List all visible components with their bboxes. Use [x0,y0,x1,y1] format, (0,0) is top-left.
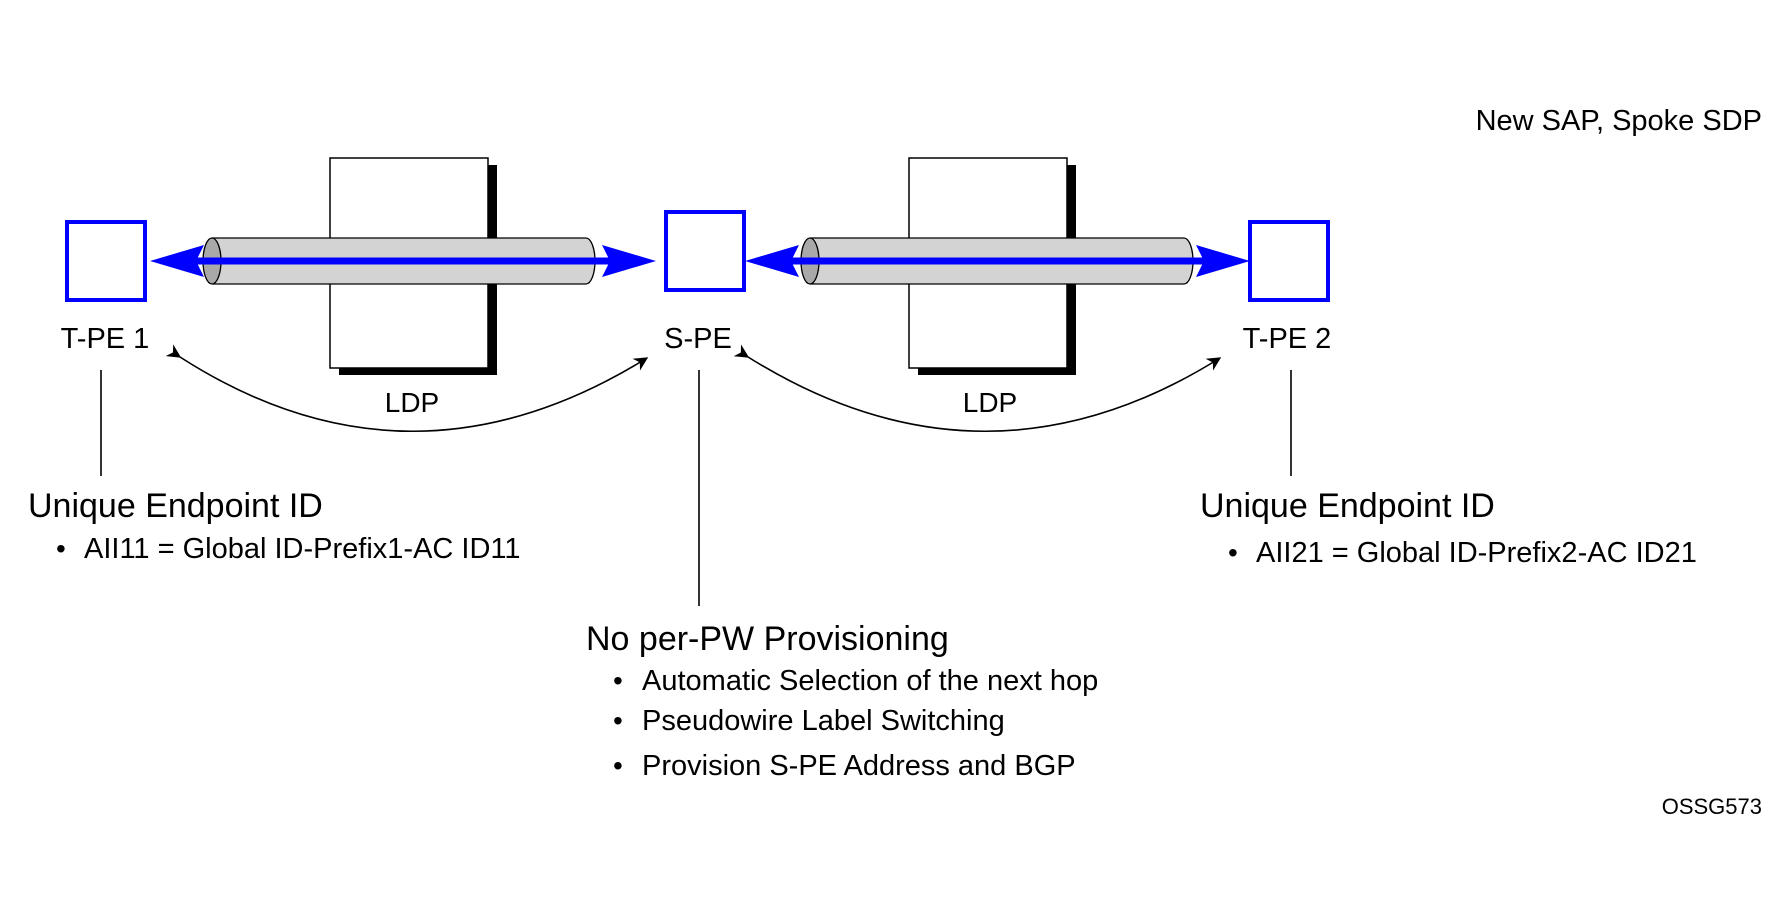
ldp-label-left: LDP [385,387,439,418]
ldp-domain-left: LDP [329,157,497,418]
tpe1-label: T-PE 1 [61,323,150,355]
center-note-bullet-mark: • [613,705,623,736]
right-note-title: Unique Endpoint ID [1200,487,1495,525]
right-note-bullet-mark: • [1228,537,1238,568]
center-note-bullet: Pseudowire Label Switching [642,705,1005,737]
tpe2-node [1248,220,1330,302]
center-note-bullet-mark: • [613,750,623,781]
tpe2-label: T-PE 2 [1243,323,1332,355]
center-note-bullet: Automatic Selection of the next hop [642,665,1098,697]
center-note-bullet: Provision S-PE Address and BGP [642,750,1076,782]
right-note-bullet: AII21 = Global ID-Prefix2-AC ID21 [1256,537,1697,569]
left-note-title: Unique Endpoint ID [28,487,323,525]
pseudowire-right [745,245,1250,277]
center-note-bullet-mark: • [613,665,623,696]
figure-id: OSSG573 [1662,794,1762,819]
spe-label: S-PE [664,323,732,355]
left-note-bullet: AII11 = Global ID-Prefix1-AC ID11 [84,533,521,565]
diagram-caption: New SAP, Spoke SDP [1476,105,1762,137]
signaling-arc-right [733,344,1222,432]
signaling-arc-left [165,344,649,432]
left-note-bullet-mark: • [56,533,66,564]
ldp-label-right: LDP [963,387,1017,418]
tpe1-node [65,220,147,302]
center-note-title: No per-PW Provisioning [586,620,949,658]
pseudowire-left [150,245,656,277]
ldp-domain-right: LDP [908,157,1076,418]
spe-node [664,210,746,292]
